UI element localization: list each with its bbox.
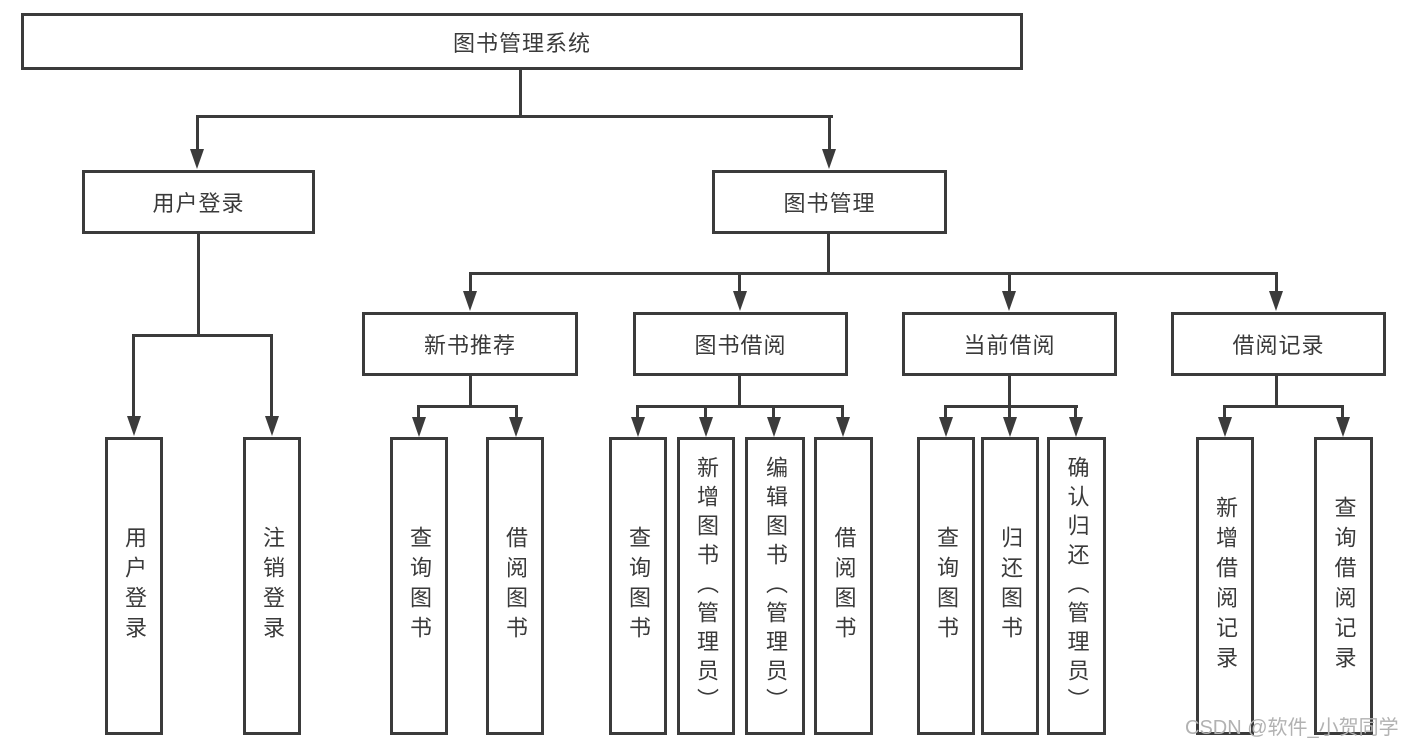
leaf-borrow-books: 借阅图书 bbox=[814, 437, 873, 735]
arrowhead-down bbox=[127, 416, 141, 436]
leaf-logout-login-label: 注销登录 bbox=[260, 526, 285, 646]
connector-book-management-stem bbox=[827, 233, 830, 275]
connector-drop-leaf bbox=[515, 405, 518, 419]
node-current-borrow-label: 当前借阅 bbox=[963, 333, 1056, 358]
leaf-borrow-books-recommend: 借阅图书 bbox=[486, 437, 544, 735]
node-book-management: 图书管理 bbox=[712, 170, 947, 234]
connector-book-management-branch bbox=[469, 272, 1278, 275]
leaf-return-books: 归还图书 bbox=[981, 437, 1039, 735]
node-new-book-recommend-label: 新书推荐 bbox=[423, 333, 516, 358]
leaf-query-books-current: 查询图书 bbox=[917, 437, 975, 735]
arrowhead-down bbox=[631, 417, 645, 437]
arrowhead-down bbox=[1003, 417, 1017, 437]
leaf-user-login-label: 用户登录 bbox=[122, 526, 147, 646]
leaf-edit-books-admin: 编辑图书（管理员） bbox=[745, 437, 805, 735]
node-book-borrow: 图书借阅 bbox=[633, 312, 848, 376]
arrowhead-down bbox=[1069, 417, 1083, 437]
leaf-query-books-recommend-label: 查询图书 bbox=[407, 526, 432, 646]
connector-new-book-branch bbox=[417, 405, 518, 408]
leaf-query-books-borrow-label: 查询图书 bbox=[626, 526, 651, 646]
leaf-edit-books-admin-label: 编辑图书（管理员） bbox=[763, 455, 788, 717]
connector-drop-leaf bbox=[841, 405, 844, 419]
node-book-borrow-label: 图书借阅 bbox=[694, 333, 787, 358]
connector-root-branch bbox=[196, 115, 833, 118]
leaf-return-books-label: 归还图书 bbox=[998, 526, 1023, 646]
arrowhead-down bbox=[190, 149, 204, 169]
arrowhead-down bbox=[836, 417, 850, 437]
connector-current-borrow-branch bbox=[944, 405, 1078, 408]
connector-drop-leaf bbox=[270, 334, 273, 418]
leaf-query-books-current-label: 查询图书 bbox=[934, 526, 959, 646]
leaf-confirm-return-admin-label: 确认归还（管理员） bbox=[1064, 455, 1090, 717]
leaf-user-login: 用户登录 bbox=[105, 437, 163, 735]
arrowhead-down bbox=[463, 291, 477, 311]
connector-drop-leaf bbox=[704, 405, 707, 419]
node-borrow-records: 借阅记录 bbox=[1171, 312, 1386, 376]
connector-drop-leaf bbox=[636, 405, 639, 419]
leaf-query-borrow-record-label: 查询借阅记录 bbox=[1331, 496, 1357, 676]
connector-drop-user-login bbox=[196, 115, 199, 151]
root-node: 图书管理系统 bbox=[21, 13, 1023, 70]
connector-drop-leaf bbox=[1008, 405, 1011, 419]
leaf-add-borrow-record-label: 新增借阅记录 bbox=[1213, 496, 1238, 676]
leaf-confirm-return-admin: 确认归还（管理员） bbox=[1047, 437, 1106, 735]
connector-drop-leaf bbox=[417, 405, 420, 419]
arrowhead-down bbox=[733, 291, 747, 311]
leaf-borrow-books-label: 借阅图书 bbox=[831, 526, 857, 646]
arrowhead-down bbox=[939, 417, 953, 437]
leaf-add-books-admin: 新增图书（管理员） bbox=[677, 437, 735, 735]
node-borrow-records-label: 借阅记录 bbox=[1232, 333, 1325, 358]
connector-borrow-records-branch bbox=[1223, 405, 1344, 408]
connector-new-book-stem bbox=[469, 374, 472, 408]
leaf-borrow-books-recommend-label: 借阅图书 bbox=[503, 526, 528, 646]
leaf-logout-login: 注销登录 bbox=[243, 437, 301, 735]
connector-drop-level3 bbox=[469, 272, 472, 294]
leaf-add-borrow-record: 新增借阅记录 bbox=[1196, 437, 1254, 735]
node-current-borrow: 当前借阅 bbox=[902, 312, 1117, 376]
csdn-watermark: CSDN @软件_小贺同学 bbox=[1185, 717, 1399, 739]
connector-drop-book-management bbox=[828, 115, 831, 151]
connector-drop-leaf bbox=[1074, 405, 1077, 419]
node-new-book-recommend: 新书推荐 bbox=[362, 312, 578, 376]
connector-book-borrow-branch bbox=[636, 405, 844, 408]
connector-drop-leaf bbox=[1341, 405, 1344, 419]
leaf-add-books-admin-label: 新增图书（管理员） bbox=[694, 455, 719, 717]
node-user-login: 用户登录 bbox=[82, 170, 315, 234]
arrowhead-down bbox=[767, 417, 781, 437]
leaf-query-books-recommend: 查询图书 bbox=[390, 437, 448, 735]
connector-user-login-branch bbox=[132, 334, 273, 337]
connector-drop-leaf bbox=[1223, 405, 1226, 419]
connector-drop-level3 bbox=[738, 272, 741, 294]
arrowhead-down bbox=[1336, 417, 1350, 437]
connector-drop-leaf bbox=[944, 405, 947, 419]
connector-root-stem bbox=[519, 68, 522, 118]
leaf-query-borrow-record: 查询借阅记录 bbox=[1314, 437, 1373, 735]
connector-current-borrow-stem bbox=[1008, 374, 1011, 408]
connector-drop-leaf bbox=[772, 405, 775, 419]
arrowhead-down bbox=[1002, 291, 1016, 311]
connector-drop-level3 bbox=[1275, 272, 1278, 294]
root-node-label: 图书管理系统 bbox=[452, 30, 591, 56]
arrowhead-down bbox=[412, 417, 426, 437]
connector-drop-leaf bbox=[132, 334, 135, 418]
arrowhead-down bbox=[265, 416, 279, 436]
node-user-login-label: 用户登录 bbox=[152, 191, 245, 216]
arrowhead-down bbox=[699, 417, 713, 437]
connector-borrow-records-stem bbox=[1275, 374, 1278, 408]
node-book-management-label: 图书管理 bbox=[783, 191, 876, 216]
arrowhead-down bbox=[1269, 291, 1283, 311]
arrowhead-down bbox=[822, 149, 836, 169]
connector-drop-level3 bbox=[1008, 272, 1011, 294]
arrowhead-down bbox=[509, 417, 523, 437]
connector-user-login-stem bbox=[197, 233, 200, 337]
leaf-query-books-borrow: 查询图书 bbox=[609, 437, 667, 735]
arrowhead-down bbox=[1218, 417, 1232, 437]
connector-book-borrow-stem bbox=[738, 374, 741, 408]
